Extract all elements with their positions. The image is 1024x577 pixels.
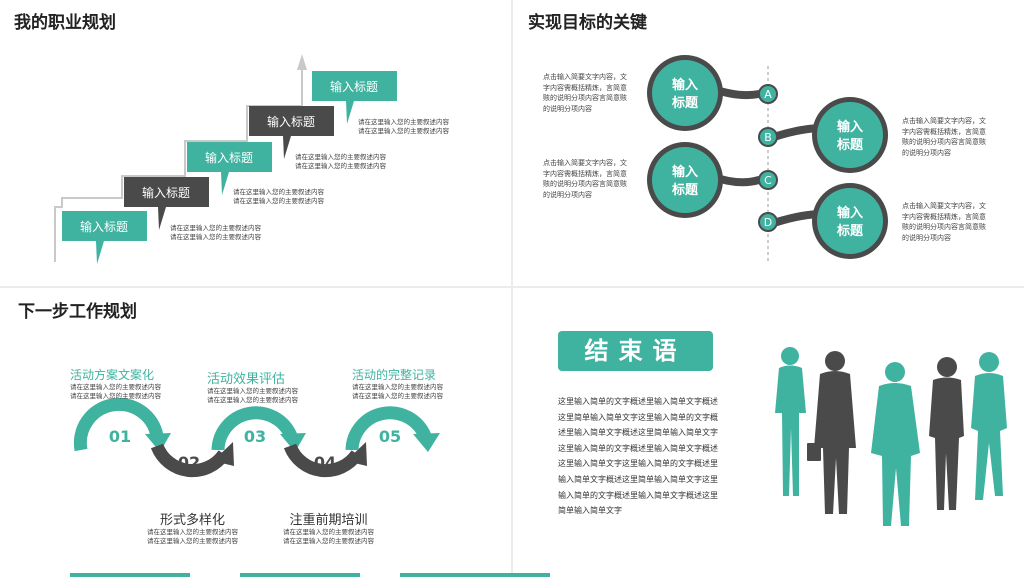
step-4-label: 输入标题	[267, 114, 315, 129]
node-a[interactable]: 输入 标题	[647, 55, 723, 131]
closing-body: 这里输入简单的文字概述里输入简单文字概述这里简单输入简单文字这里输入简单的文字概…	[558, 397, 718, 516]
step-05-number: 05	[379, 427, 401, 446]
person-5	[971, 352, 1007, 500]
step-03-number: 03	[244, 427, 266, 446]
step-2-box[interactable]: 输入标题	[124, 177, 209, 230]
step-02-number: 02	[178, 453, 200, 472]
marker-a: A	[758, 84, 778, 104]
person-4	[929, 357, 964, 510]
step-5-label: 输入标题	[330, 79, 378, 94]
svg-text:标题: 标题	[671, 182, 699, 198]
slide-title: 我的职业规划	[14, 13, 116, 33]
svg-text:C: C	[764, 174, 772, 187]
slide-closing[interactable]: 结束语 这里输入简单的文字概述里输入简单文字概述这里简单输入简单文字这里输入简单…	[513, 288, 1024, 577]
bottom-accent-mid	[240, 573, 360, 577]
business-people-illustration	[775, 347, 1007, 526]
slide-key-to-goal[interactable]: 实现目标的关键 输入 标题 输入 标题 输入 标题	[513, 0, 1024, 286]
desc-d: 点击输入简要文字内容，文字内容需概括精炼，言简意赅的说明分项内容言简意赅的说明分…	[902, 202, 986, 242]
node-b[interactable]: 输入 标题	[812, 97, 888, 173]
step-1-desc: 请在这里输入您的主要叙述内容请在这里输入您的主要叙述内容	[170, 224, 261, 241]
closing-title-badge: 结束语	[558, 331, 713, 371]
step-05-text: 活动的完整记录 请在这里输入您的主要叙述内容请在这里输入您的主要叙述内容	[352, 368, 443, 400]
step-3-desc: 请在这里输入您的主要叙述内容请在这里输入您的主要叙述内容	[295, 153, 386, 170]
arc-03	[211, 406, 297, 451]
step-2-desc: 请在这里输入您的主要叙述内容请在这里输入您的主要叙述内容	[233, 188, 324, 205]
stair-diagram: 输入标题 输入标题 输入标题 输入标题 输入标题	[54, 54, 397, 264]
step-1-box[interactable]: 输入标题	[62, 211, 147, 264]
svg-text:A: A	[764, 88, 772, 101]
step-01-text: 活动方案文案化 请在这里输入您的主要叙述内容请在这里输入您的主要叙述内容	[70, 368, 161, 400]
node-d[interactable]: 输入 标题	[812, 183, 888, 259]
marker-c: C	[758, 170, 778, 190]
step-04-text: 注重前期培训 请在这里输入您的主要叙述内容请在这里输入您的主要叙述内容	[283, 513, 374, 545]
step-01-number: 01	[109, 427, 131, 446]
node-c[interactable]: 输入 标题	[647, 142, 723, 218]
arc-01	[73, 397, 164, 452]
marker-b: B	[758, 127, 778, 147]
step-1-label: 输入标题	[80, 219, 128, 234]
desc-b: 点击输入简要文字内容，文字内容需概括精炼，言简意赅的说明分项内容言简意赅的说明分…	[902, 117, 986, 157]
wave-process: 01 02 03 04 05	[73, 397, 440, 478]
svg-text:标题: 标题	[836, 137, 864, 153]
step-4-box[interactable]: 输入标题	[249, 106, 334, 159]
slide-title: 下一步工作规划	[18, 302, 137, 322]
svg-text:输入: 输入	[837, 205, 863, 221]
step-2-label: 输入标题	[142, 185, 190, 200]
key-diagram: 输入 标题 输入 标题 输入 标题 输入 标题 A B	[647, 55, 888, 262]
step-4-desc: 请在这里输入您的主要叙述内容请在这里输入您的主要叙述内容	[358, 118, 449, 135]
desc-c: 点击输入简要文字内容，文字内容需概括精炼，言简意赅的说明分项内容言简意赅的说明分…	[543, 159, 627, 199]
step-04-number: 04	[314, 453, 336, 472]
step-02-text: 形式多样化 请在这里输入您的主要叙述内容请在这里输入您的主要叙述内容	[147, 513, 238, 545]
step-3-box[interactable]: 输入标题	[187, 142, 272, 195]
arrow-up-icon	[297, 54, 307, 70]
svg-text:D: D	[764, 216, 772, 229]
desc-a: 点击输入简要文字内容，文字内容需概括精炼，言简意赅的说明分项内容言简意赅的说明分…	[543, 73, 627, 113]
svg-text:输入: 输入	[672, 164, 698, 180]
svg-text:B: B	[764, 131, 772, 144]
step-5-box[interactable]: 输入标题	[312, 71, 397, 124]
marker-d: D	[758, 212, 778, 232]
slide-career-plan[interactable]: 我的职业规划 输入标题 输入标题 输入标题 输入标题	[0, 0, 511, 286]
svg-text:标题: 标题	[836, 223, 864, 239]
slide-next-work-plan[interactable]: 下一步工作规划 01 02 03 04 05 活动方案文案化 请在这里输入您的主…	[0, 288, 511, 577]
person-1	[775, 347, 806, 496]
slide-title: 实现目标的关键	[528, 13, 647, 33]
svg-text:标题: 标题	[671, 95, 699, 111]
bottom-accent-left	[70, 573, 190, 577]
person-3	[871, 362, 920, 526]
step-3-label: 输入标题	[205, 150, 253, 165]
arc-05	[345, 406, 431, 451]
svg-text:输入: 输入	[837, 119, 863, 135]
step-03-text: 活动效果评估 请在这里输入您的主要叙述内容请在这里输入您的主要叙述内容	[207, 372, 298, 404]
person-2	[807, 351, 856, 514]
bottom-accent-right	[400, 573, 550, 577]
svg-text:输入: 输入	[672, 77, 698, 93]
